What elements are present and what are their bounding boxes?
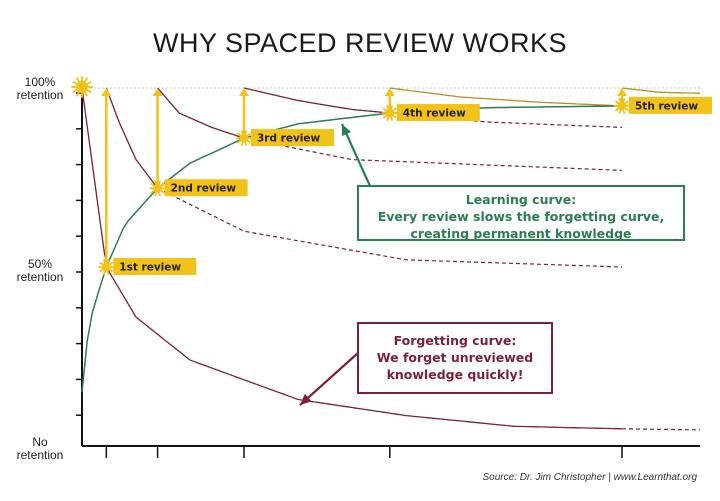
review-label-bg-3: [251, 129, 334, 147]
forgetting-callout-line-2: We forget unreviewed: [376, 350, 534, 365]
review-point-2-icon: [149, 180, 166, 197]
learning-curve-callout: Learning curve: Every review slows the f…: [357, 185, 685, 241]
review-point-1-icon-core: [101, 262, 111, 272]
y-label-0-unit: retention: [16, 448, 64, 462]
learning-pointer-arrow-head: [341, 124, 352, 137]
review-label-bg-2: [164, 179, 248, 197]
review-label-bg-1: [113, 258, 197, 275]
y-label-100-unit: retention: [16, 88, 64, 102]
forgetting-curve-2: [157, 87, 245, 139]
review-arrowhead-5: [617, 88, 627, 96]
forgetting-curve-initial: [81, 87, 623, 430]
y-label-0: No retention: [5, 436, 75, 462]
review-arrowhead-4: [384, 88, 395, 96]
forgetting-curve-1-dashed: [157, 187, 623, 268]
forgetting-curve-initial-tail: [622, 428, 701, 431]
start-sun-icon: [71, 76, 93, 98]
forgetting-callout-line-1: Forgetting curve:: [393, 333, 517, 348]
forgetting-pointer-arrow-head: [300, 393, 312, 405]
review-label-2: 2nd review: [171, 183, 237, 195]
learning-callout-line-3: creating permanent knowledge: [410, 226, 632, 241]
review-label-3: 3rd review: [257, 133, 321, 145]
forgetting-curve-2-dashed: [243, 137, 623, 171]
y-label-50-unit: retention: [16, 270, 64, 284]
forgetting-curve-3: [243, 87, 390, 114]
start-sun-icon-core: [76, 81, 88, 93]
review-point-3-icon-core: [239, 133, 249, 143]
y-label-100-value: 100%: [24, 75, 56, 89]
review-point-3-icon: [235, 130, 253, 147]
chart-title: WHY SPACED REVIEW WORKS: [152, 28, 568, 58]
review-label-4: 4th review: [403, 108, 466, 120]
review-arrowhead-3: [239, 88, 249, 96]
review-point-5-icon-core: [617, 101, 627, 111]
learning-callout-line-2: Every review slows the forgetting curve,: [377, 209, 665, 224]
forgetting-curve-1: [105, 87, 159, 189]
review-label-5: 5th review: [635, 100, 698, 112]
y-label-50-value: 50%: [27, 257, 53, 271]
learning-pointer-arrow: [340, 123, 372, 187]
source-credit: Source: Dr. Jim Christopher | www.Learnt…: [482, 472, 697, 483]
forgetting-callout-line-3: knowledge quickly!: [386, 367, 524, 382]
review-point-1-icon: [98, 259, 115, 275]
review-arrowhead-1: [101, 88, 112, 96]
forgetting-curve-callout: Forgetting curve: We forget unreviewed k…: [357, 322, 553, 394]
review-label-bg-5: [629, 96, 712, 114]
forgetting-curve-5: [621, 87, 700, 94]
y-label-100: 100% retention: [5, 76, 75, 102]
review-label-bg-4: [396, 104, 480, 122]
review-point-2-icon-core: [153, 183, 163, 193]
review-point-4-icon-core: [385, 108, 395, 118]
review-arrowhead-2: [152, 88, 163, 96]
y-label-50: 50% retention: [5, 258, 75, 284]
review-point-5-icon: [613, 97, 631, 114]
forgetting-pointer-arrow: [299, 352, 359, 406]
y-label-0-value: No: [32, 435, 48, 449]
learning-callout-line-1: Learning curve:: [465, 192, 577, 207]
review-label-1: 1st review: [119, 262, 181, 274]
review-point-4-icon: [381, 105, 398, 122]
